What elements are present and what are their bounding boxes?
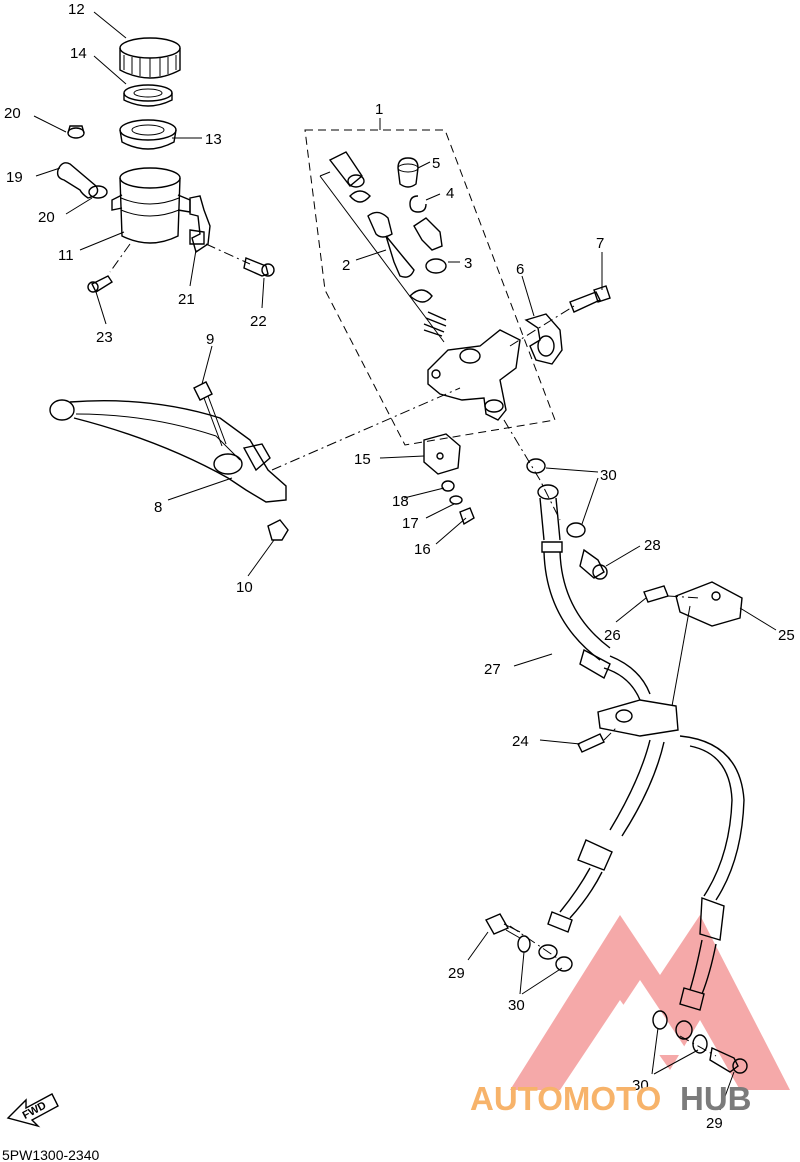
callout: 18	[392, 493, 409, 510]
watermark-brand-a: AUTOMOTO	[470, 1080, 661, 1117]
copper-washer-lower	[566, 522, 586, 538]
callout: 2	[342, 257, 350, 274]
callout: 16	[414, 541, 431, 558]
union-axis	[503, 419, 561, 521]
master-cylinder-kit-boundary	[304, 129, 556, 446]
leader-lines	[33, 11, 777, 1111]
fwd-arrow-icon: FWD	[6, 1093, 59, 1128]
lever-nut	[267, 519, 289, 541]
union-bolt-left	[485, 913, 521, 939]
callout-labels: 12 14 13 20 19 20 11 21 23 22 1 2 3 4 5 …	[4, 1, 795, 1132]
lever-axis	[271, 387, 461, 471]
callout: 23	[96, 329, 113, 346]
callout: 17	[402, 515, 419, 532]
callout: 30	[600, 467, 617, 484]
callout: 25	[778, 627, 795, 644]
washer-left-b	[555, 956, 573, 972]
brake-lever	[49, 399, 287, 503]
callout: 30	[508, 997, 525, 1014]
callout: 29	[448, 965, 465, 982]
callout: 22	[250, 313, 267, 330]
guide-leader	[671, 605, 691, 707]
callout: 12	[68, 1, 85, 18]
callout: 1	[375, 101, 383, 118]
hose-joint	[597, 699, 679, 737]
callout: 21	[178, 291, 195, 308]
callout: 27	[484, 661, 501, 678]
hose-guide	[675, 581, 743, 627]
callout: 9	[206, 331, 214, 348]
watermark-text: AUTOMOTO HUB	[470, 1080, 752, 1117]
washer-right-a	[652, 1010, 668, 1030]
switch-washer	[441, 480, 455, 492]
callout: 10	[236, 579, 253, 596]
brake-hose-right	[675, 735, 745, 1040]
hose-clip	[67, 125, 85, 139]
callout: 29	[706, 1115, 723, 1132]
switch-screw	[459, 507, 475, 526]
callout: 13	[205, 131, 222, 148]
reservoir-body	[111, 167, 191, 244]
brake-hose-left	[538, 739, 665, 960]
holder-axis	[509, 305, 575, 347]
callout: 6	[516, 261, 524, 278]
watermark-logo	[510, 915, 790, 1090]
holder-bolt	[569, 285, 611, 313]
diaphragm-plate	[123, 84, 173, 107]
reservoir-cap	[119, 37, 181, 79]
callout: 24	[512, 733, 529, 750]
joint-bolt	[577, 733, 605, 753]
reservoir-bracket	[189, 195, 211, 254]
bracket-bolt	[243, 257, 275, 277]
piston-kit-leader	[319, 175, 445, 343]
callout: 3	[464, 255, 472, 272]
master-cylinder-body	[427, 329, 521, 421]
callout: 11	[58, 247, 74, 264]
union-bolt-right	[709, 1046, 748, 1074]
callout: 20	[4, 105, 21, 122]
callout: 20	[38, 209, 55, 226]
guide-screw	[643, 585, 669, 603]
piston-kit	[328, 151, 447, 337]
dust-cap	[397, 157, 419, 188]
reservoir-screw	[87, 275, 113, 294]
circlip	[409, 195, 427, 213]
callout: 15	[354, 451, 371, 468]
copper-washer-upper	[526, 458, 546, 474]
washer-right-b	[692, 1034, 708, 1054]
callout: 28	[644, 537, 661, 554]
callout: 19	[6, 169, 23, 186]
hose-clip-lower	[88, 185, 108, 199]
callout: 7	[596, 235, 604, 252]
callout: 14	[70, 45, 87, 62]
handlebar-holder	[524, 313, 563, 365]
callout: 8	[154, 499, 162, 516]
union-bolt	[579, 548, 608, 580]
pivot-bolt	[193, 381, 227, 447]
switch-spring	[449, 495, 463, 505]
diagram-code: 5PW1300-2340	[2, 1147, 100, 1162]
callout: 30	[632, 1077, 649, 1094]
brake-hose-upper	[537, 484, 651, 701]
o-ring	[425, 258, 447, 274]
reservoir-hose	[56, 162, 99, 199]
watermark-brand-b: HUB	[680, 1080, 752, 1117]
reservoir-axis	[109, 243, 131, 273]
brake-switch	[423, 433, 461, 475]
callout: 5	[432, 155, 440, 172]
boot	[413, 217, 443, 251]
callout: 4	[446, 185, 454, 202]
bracket-axis	[205, 243, 251, 265]
callout: 26	[604, 627, 621, 644]
diaphragm	[119, 119, 177, 150]
